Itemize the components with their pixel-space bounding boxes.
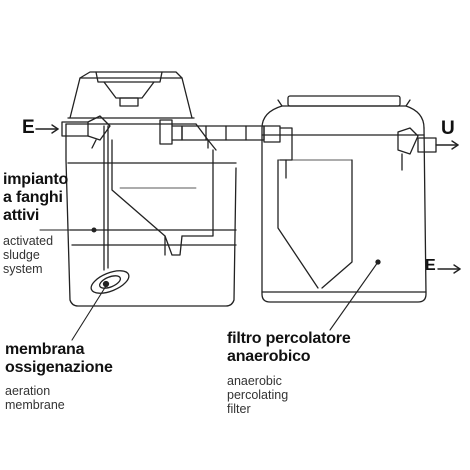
tank-body: [65, 123, 237, 307]
activated-sludge-label-it: impianto a fanghi attivi: [3, 171, 69, 224]
settling-cone: [111, 139, 166, 256]
filter-cone: [277, 159, 319, 289]
tank-hatch: [287, 95, 401, 107]
outlet-elbow: [397, 127, 419, 155]
tank-dome: [261, 105, 425, 129]
inspection-hatch: [95, 71, 163, 83]
percolating-filter-tank: [261, 95, 437, 303]
aeration-membrane-label-it: membrana ossigenazione: [5, 341, 113, 376]
aeration-membrane-label-en: aeration membrane: [5, 384, 65, 412]
leader-membrane: [71, 285, 107, 341]
inlet-2-marker: E: [425, 257, 436, 274]
percolating-filter-label-en: anaerobic percolating filter: [227, 374, 289, 416]
activated-sludge-label-en: activated sludge system: [3, 234, 54, 276]
connecting-pipe: [181, 125, 265, 149]
leader-lines: [39, 227, 379, 341]
inlet-pipe: [61, 121, 89, 137]
leader-filter: [329, 261, 379, 331]
percolating-filter-label-it: filtro percolatore anaerobico: [227, 330, 351, 365]
flow-arrows: [35, 124, 461, 274]
tank-cover: [69, 77, 193, 119]
inlet-marker: E: [22, 117, 35, 138]
outlet-marker: U: [441, 118, 455, 139]
activated-sludge-tank: [61, 71, 237, 307]
aeration-membrane-disc: [90, 270, 130, 294]
